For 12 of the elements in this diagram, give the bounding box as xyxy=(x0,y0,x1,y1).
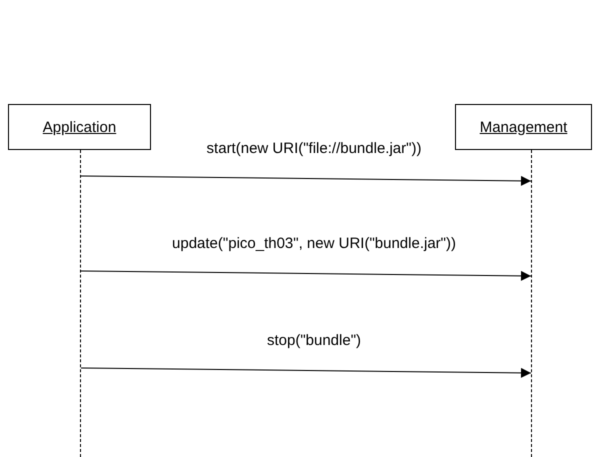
object-name: Management xyxy=(480,118,568,136)
message-arrow xyxy=(80,176,532,186)
object-box xyxy=(8,104,151,150)
edge-label: update("pico_th03", new URI("bundle.jar")) xyxy=(170,235,458,252)
object-name: Application xyxy=(42,118,116,136)
message-arrow xyxy=(80,270,532,281)
lifeline xyxy=(531,150,532,457)
object-box xyxy=(455,104,592,150)
edge-label: stop("bundle") xyxy=(264,332,364,349)
edge-label: start(new URI("file://bundle.jar")) xyxy=(204,140,424,157)
message-arrow xyxy=(80,368,532,378)
lifeline xyxy=(80,150,81,457)
